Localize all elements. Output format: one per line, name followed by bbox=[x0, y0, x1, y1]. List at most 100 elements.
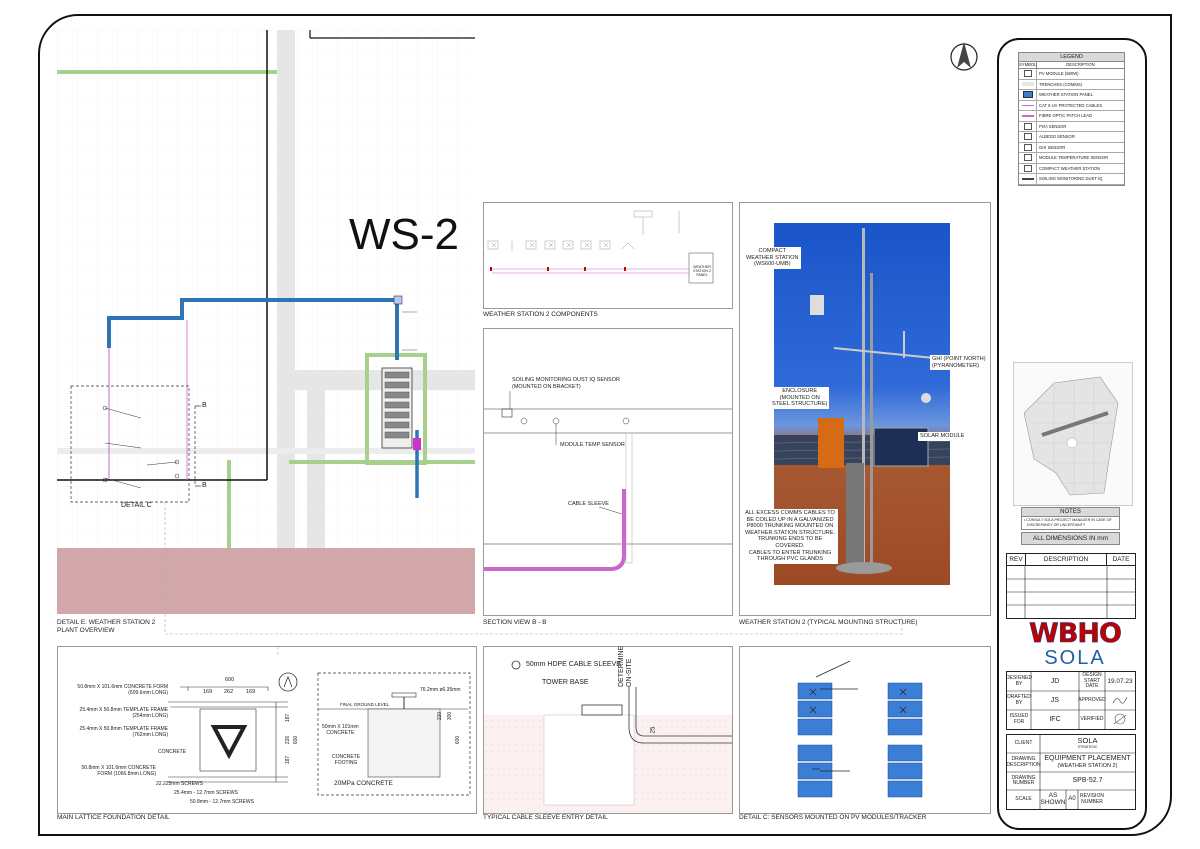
pv-module-icon bbox=[1019, 69, 1037, 79]
foundation-drawing bbox=[168, 637, 471, 796]
sleeve-drawing bbox=[484, 660, 732, 813]
enclosure-callout: ENCLOSURE (MOUNTED ON STEEL STRUCTURE) bbox=[770, 387, 830, 409]
screws-2-label: 25.4mm - 12.7mm SCREWS bbox=[174, 790, 238, 796]
determine-label: DETERMINE ON-SITE bbox=[618, 645, 633, 687]
poa-sensor-icon bbox=[1019, 121, 1037, 131]
legend-desc-header: DESCRIPTION bbox=[1066, 62, 1095, 67]
components-panel: WEATHER STATION 2 PANEL bbox=[483, 202, 733, 309]
photo-caption: WEATHER STATION 2 (TYPICAL MOUNTING STRU… bbox=[739, 619, 918, 626]
concrete-size-label: 50mm X 101mm CONCRETE bbox=[320, 723, 361, 737]
ghi-callout: GHI (POINT NORTH) (PYRANOMETER) bbox=[930, 355, 988, 371]
soiling-label-1: SOILING MONITORING DUST IQ SENSOR bbox=[512, 377, 620, 383]
legend-item-label: GHI SENSOR bbox=[1039, 144, 1066, 150]
drawing-desc-value: EQUIPMENT PLACEMENT (WEATHER STATION 2) bbox=[1044, 755, 1131, 769]
dim-300: 300 bbox=[447, 711, 454, 721]
cat6-cable-icon bbox=[1019, 100, 1037, 110]
size-value: A0 bbox=[1068, 795, 1076, 802]
solar-module-callout: SOLAR MODULE bbox=[918, 432, 967, 441]
sleeve-panel: 50mm HDPE CABLE SLEEVE TOWER BASE DETERM… bbox=[483, 646, 733, 814]
legend-item-label: PV MODULE (580W) bbox=[1039, 71, 1079, 77]
verified-label: VERIFIED bbox=[1080, 715, 1104, 722]
legend-item: MODULE TEMPERATURE SENSOR bbox=[1019, 153, 1124, 164]
dim-600-right: 600 bbox=[455, 735, 462, 745]
client-label: CLIENT bbox=[1014, 740, 1033, 747]
legend-item: WEATHER STATION PANEL bbox=[1019, 90, 1124, 101]
panel-icon bbox=[1019, 90, 1037, 100]
drafted-by-value: JS bbox=[1050, 696, 1060, 704]
module-temp-label: MODULE TEMP SENSOR bbox=[560, 442, 625, 448]
scale-value: AS SHOWN bbox=[1040, 792, 1066, 806]
trench-icon bbox=[1019, 79, 1037, 89]
dim-25: 25 bbox=[650, 726, 657, 734]
mpa-label: 20MPa CONCRETE bbox=[334, 780, 393, 787]
notes-title: NOTES bbox=[1022, 508, 1119, 517]
drawing-number-value: SPB-52.7 bbox=[1072, 777, 1103, 785]
albedo-sensor-icon bbox=[1019, 132, 1037, 142]
legend-item-label: FIBRE OPTIC PATCH LEAD bbox=[1039, 113, 1093, 119]
rev-header: REV bbox=[1007, 554, 1026, 565]
excess-cables-note: ALL EXCESS COMMS CABLES TO BE COILED UP … bbox=[742, 509, 838, 564]
dim-187-bottom: 187 bbox=[285, 755, 292, 765]
section-drawing bbox=[484, 391, 732, 571]
concrete-form-label: 50.8mm X 101.6mm CONCRETE FORM (609.6mm … bbox=[70, 683, 170, 697]
detail-c-caption: DETAIL C: SENSORS MOUNTED ON PV MODULES/… bbox=[739, 814, 927, 821]
components-caption: WEATHER STATION 2 COMPONENTS bbox=[483, 311, 598, 318]
legend-item-label: COMPACT WEATHER STATION bbox=[1039, 165, 1101, 171]
revision-number-label: REVISION NUMBER bbox=[1080, 793, 1104, 805]
screws-3-label: 50.8mm - 12.7mm SCREWS bbox=[190, 799, 254, 805]
legend-item: SOILING MONITORING DUST IQ bbox=[1019, 174, 1124, 185]
sleeve-caption: TYPICAL CABLE SLEEVE ENTRY DETAIL bbox=[483, 814, 608, 821]
legend-item-label: SOILING MONITORING DUST IQ bbox=[1039, 176, 1103, 182]
legend-rows: PV MODULE (580W) TRENCHES (COMMS) WEATHER … bbox=[1019, 69, 1124, 185]
dim-169-left: 169 bbox=[203, 689, 213, 695]
dim-226: 226 bbox=[285, 735, 292, 745]
drawing-number-label: DRAWING NUMBER bbox=[1011, 774, 1036, 786]
components-panel-label: WEATHER STATION 2 PANEL bbox=[692, 265, 712, 277]
description-header: DESCRIPTION bbox=[1026, 554, 1107, 565]
detail-c-tag: DETAIL C bbox=[121, 502, 152, 509]
detail-c-panel bbox=[739, 646, 991, 814]
fibre-lead-icon bbox=[1019, 111, 1037, 121]
soiling-label-2: (MOUNTED ON BRACKET) bbox=[512, 384, 581, 390]
dim-169-right: 169 bbox=[246, 689, 256, 695]
drawing-desc-label: DRAWING DESCRIPTION bbox=[1006, 756, 1041, 768]
screws-1-label: 22.225mm SCREWS bbox=[156, 781, 203, 787]
date-header: DATE bbox=[1112, 556, 1130, 563]
approved-label: APPROVED bbox=[1078, 696, 1106, 703]
ghi-sensor-icon bbox=[1019, 142, 1037, 152]
client-value: SOLA STRATEGIC bbox=[1077, 736, 1098, 750]
title-block: CLIENT SOLA STRATEGIC DRAWING DESCRIPTIO… bbox=[1006, 734, 1136, 810]
dim-220: 220 bbox=[437, 711, 444, 721]
cable-sleeve-label: CABLE SLEEVE bbox=[568, 501, 609, 507]
legend-item: PV MODULE (580W) bbox=[1019, 69, 1124, 80]
anchor-label: 76.2mm ø6.35mm bbox=[420, 687, 461, 693]
section-panel: SOILING MONITORING DUST IQ SENSOR (MOUNT… bbox=[483, 328, 733, 616]
designed-by-value: JD bbox=[1050, 677, 1060, 685]
temp-sensor-icon bbox=[1019, 153, 1037, 163]
legend-symbol-header: SYMBOL bbox=[1019, 62, 1037, 68]
design-start-value: 19.07.23 bbox=[1107, 677, 1133, 685]
verified-signature-icon bbox=[1113, 713, 1127, 725]
dimensions-note: ALL DIMENSIONS IN mm bbox=[1021, 532, 1120, 545]
legend-item-label: TRENCHES (COMMS) bbox=[1039, 81, 1083, 87]
design-start-label: DESIGN START DATE bbox=[1082, 672, 1102, 690]
issued-for-label: ISSUED FOR bbox=[1009, 713, 1029, 725]
wbho-logo: WBHO bbox=[1029, 618, 1123, 650]
components-schematic bbox=[487, 210, 714, 284]
plan-drawing bbox=[57, 30, 475, 614]
template-frame-2-label: 25.4mm X 50.8mm TEMPLATE FRAME (762mm LO… bbox=[70, 725, 170, 739]
plant-overview-plan: WS-2 DETAIL C B B bbox=[57, 30, 475, 614]
ws-title: WS-2 bbox=[349, 210, 459, 259]
legend-item-label: POA SENSOR bbox=[1039, 123, 1067, 129]
signoff-table: DESIGNED BY JD DESIGN START DATE 19.07.2… bbox=[1006, 671, 1136, 730]
compact-ws-icon bbox=[1019, 163, 1037, 173]
title-block-frame bbox=[997, 38, 1147, 830]
legend-item: COMPACT WEATHER STATION bbox=[1019, 163, 1124, 174]
dim-600-vertical: 600 bbox=[293, 735, 300, 745]
legend-item: POA SENSOR bbox=[1019, 121, 1124, 132]
soiling-sensor-icon bbox=[1019, 174, 1037, 184]
revision-table: REV DESCRIPTION DATE bbox=[1006, 553, 1136, 619]
drafted-by-label: DRAFTED BY bbox=[1007, 694, 1031, 706]
issued-for-value: IFC bbox=[1049, 715, 1061, 723]
north-arrow-icon bbox=[950, 42, 978, 71]
